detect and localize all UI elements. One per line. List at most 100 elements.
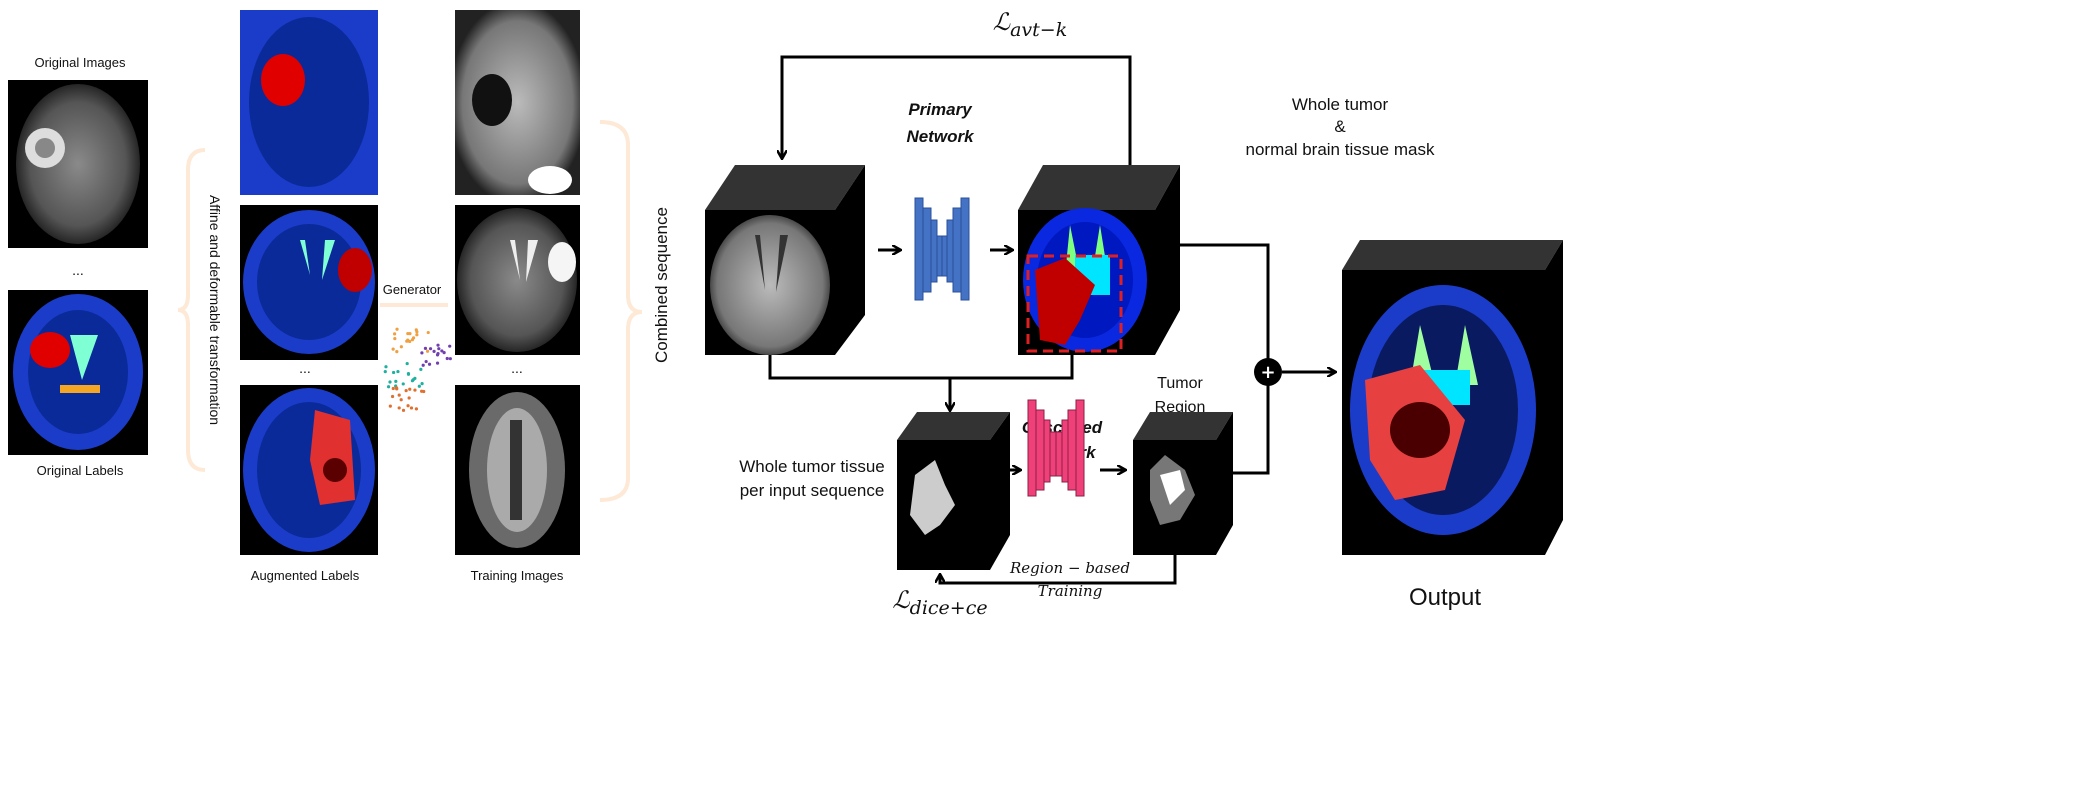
augmented-labels-label: Augmented Labels	[251, 568, 360, 583]
training-image-3	[455, 385, 580, 555]
scatter-point	[405, 339, 409, 343]
scatter-point	[399, 398, 403, 402]
scatter-point	[436, 351, 440, 356]
scatter-point	[397, 406, 401, 410]
scatter-point	[420, 382, 424, 386]
tumor-region-label: Region	[1155, 399, 1206, 416]
scatter-point	[388, 380, 392, 384]
tumor-roi-box	[1026, 254, 1123, 353]
augmented-label-3	[240, 385, 378, 555]
mask-label: Whole tumor	[1292, 95, 1389, 114]
output-label: Output	[1409, 584, 1481, 611]
scatter-point	[401, 382, 405, 386]
scatter-point	[410, 338, 415, 342]
scatter-point	[436, 343, 440, 347]
ellipsis: ...	[511, 360, 523, 376]
scatter-point	[386, 385, 391, 389]
scatter-point	[394, 386, 399, 390]
training-image-2	[455, 205, 580, 355]
crop-connector	[768, 352, 1074, 380]
latent-scatter-plot	[383, 327, 460, 412]
combine-icon	[1254, 358, 1282, 386]
scatter-point	[408, 387, 412, 391]
scatter-point	[413, 388, 417, 392]
scatter-point	[421, 363, 425, 367]
scatter-point	[417, 384, 421, 388]
scatter-point	[406, 331, 410, 336]
scatter-point	[445, 356, 449, 361]
scatter-point	[388, 404, 392, 408]
original-label-map	[8, 290, 148, 455]
scatter-point	[383, 370, 387, 374]
scatter-point	[423, 346, 428, 350]
scatter-point	[394, 379, 398, 383]
scatter-point	[419, 367, 423, 371]
scatter-point	[392, 370, 396, 375]
scatter-point	[395, 350, 399, 354]
scatter-point	[440, 349, 444, 353]
scatter-point	[437, 347, 441, 351]
tumor-brain-mask-cube	[1018, 165, 1180, 355]
scatter-point	[390, 394, 395, 399]
augmented-label-1	[240, 10, 378, 195]
training-images-label: Training Images	[471, 568, 564, 583]
region-training-label: Training	[1038, 582, 1103, 600]
scatter-point	[399, 345, 403, 349]
scatter-point	[415, 330, 419, 334]
primary-network-label: Primary	[908, 100, 973, 119]
scatter-point	[393, 332, 397, 336]
scatter-point	[411, 378, 415, 382]
augmented-label-2	[240, 205, 378, 360]
original-image	[8, 80, 148, 248]
scatter-point	[424, 359, 428, 364]
whole-tumor-tissue-label: per input sequence	[740, 481, 885, 500]
training-image-1	[455, 10, 580, 195]
cascaded-network-unet-icon	[1027, 399, 1085, 497]
avt-k-feedback-arrow	[782, 55, 1132, 165]
whole-tumor-tissue-label: Whole tumor tissue	[739, 457, 885, 476]
original-images-label: Original Images	[34, 55, 126, 70]
scatter-point	[420, 389, 424, 393]
brace	[177, 148, 206, 472]
scatter-point	[409, 406, 414, 410]
brace	[599, 120, 643, 502]
scatter-point	[395, 327, 399, 331]
primary-network-unet-icon	[914, 197, 970, 301]
loss-dice-ce: ℒdice+ce	[892, 586, 987, 619]
whole-tumor-tissue-cube	[897, 412, 1010, 570]
scatter-point	[425, 349, 430, 353]
scatter-point	[448, 357, 452, 361]
scatter-point	[435, 361, 440, 365]
scatter-point	[432, 349, 436, 354]
scatter-point	[391, 347, 395, 351]
scatter-point	[405, 361, 409, 366]
ellipsis: ...	[72, 262, 84, 278]
scatter-point	[406, 372, 411, 376]
combine-symbol: +	[1260, 362, 1275, 383]
scatter-point	[396, 369, 400, 374]
scatter-point	[427, 362, 432, 366]
scatter-point	[428, 347, 433, 351]
scatter-point	[415, 333, 419, 337]
primary-network-label: Network	[906, 127, 975, 146]
transformation-label: Affine and deformable transformation	[207, 195, 223, 425]
mask-label: normal brain tissue mask	[1246, 140, 1435, 159]
scatter-point	[448, 344, 452, 348]
generator-label: Generator	[383, 282, 442, 297]
scatter-point	[384, 365, 388, 369]
region-training-label: Region − based	[1009, 559, 1130, 577]
scatter-point	[393, 337, 397, 341]
scatter-point	[406, 404, 410, 408]
scatter-point	[404, 389, 408, 393]
loss-avt-k: ℒavt−k	[993, 8, 1067, 41]
scatter-point	[401, 408, 406, 412]
combined-sequence-label: Combined sequence	[652, 207, 671, 363]
scatter-point	[442, 351, 446, 355]
ellipsis: ...	[299, 360, 311, 376]
tumor-region-label: Tumor	[1157, 375, 1203, 392]
output-cube	[1342, 240, 1563, 555]
mask-label: &	[1334, 117, 1346, 136]
region-training-feedback-arrow	[940, 555, 1177, 585]
